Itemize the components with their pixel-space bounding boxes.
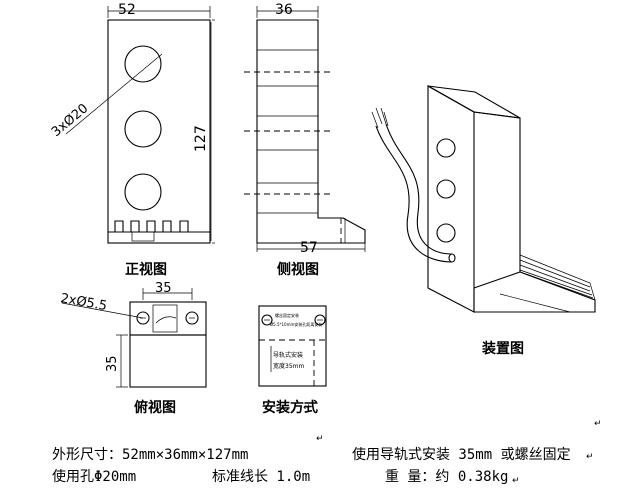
- side-view: 36 57 侧视图: [244, 2, 366, 278]
- top-view-lower: [129, 334, 207, 388]
- spec-weight: 重 量：约 0.38kg: [385, 469, 508, 485]
- spec-hole: 使用孔Φ20mm: [52, 468, 136, 485]
- iso-cable-2: [385, 123, 453, 255]
- side-width-dim: 36: [275, 2, 293, 18]
- front-hole-leader: [65, 53, 163, 135]
- front-view: 52 127 3xØ20 正视图: [49, 2, 215, 278]
- front-hole-2: [124, 110, 162, 148]
- mount-rail-line1: 导轨式安装: [273, 351, 303, 359]
- mount-label-line1: 螺丝固定安装: [275, 312, 299, 318]
- iso-cable-end: [448, 253, 456, 263]
- iso-cable: [375, 125, 453, 263]
- return-mark-5: ↵: [512, 476, 520, 486]
- mount-rail-line2: 宽度35mm: [273, 362, 304, 370]
- top-mount-hole-1: [136, 311, 150, 325]
- iso-hole-3: [436, 223, 456, 243]
- mount-hole-right: [314, 314, 326, 326]
- iso-front-face: [427, 85, 475, 313]
- front-hole-dim: 3xØ20: [49, 101, 91, 140]
- iso-view-caption: 装置图: [481, 340, 524, 357]
- return-mark-2: ↵: [594, 419, 602, 429]
- return-mark-1: ↵: [303, 403, 311, 413]
- top-view-caption: 俯视图: [134, 399, 176, 416]
- spec-mounting: 使用导轨式安装 35mm 或螺丝固定: [352, 446, 571, 463]
- front-hole-1: [124, 45, 162, 83]
- top-view-upper: [129, 301, 207, 336]
- return-mark-3: ↵: [316, 434, 324, 444]
- mount-view-caption: 安装方式: [262, 399, 318, 416]
- front-width-dim: 52: [118, 2, 136, 18]
- side-view-caption: 侧视图: [277, 261, 319, 278]
- mount-view: 螺丝固定安装 Ø5.5*10mm安装孔距离安装 导轨式安装 宽度35mm 安装方…: [258, 305, 327, 416]
- iso-view: 装置图: [371, 85, 596, 357]
- spec-cable: 标准线长 1.0m: [212, 469, 310, 485]
- top-view-cable-block: [152, 304, 178, 333]
- return-mark-4: ↵: [586, 452, 594, 462]
- iso-base: [473, 271, 596, 313]
- side-bottom-dim: 57: [300, 240, 318, 256]
- specs: 外形尺寸：52mm×36mm×127mm ↵ 使用导轨式安装 35mm 或螺丝固…: [52, 434, 594, 486]
- top-view: 35 2xØ5.5 35 俯视图: [59, 281, 207, 416]
- spec-dimensions: 外形尺寸：52mm×36mm×127mm: [52, 447, 248, 463]
- front-height-dim: 127: [193, 125, 209, 152]
- front-rail-notches: [114, 220, 189, 233]
- top-height-dim: 35: [105, 355, 120, 372]
- iso-cable-wires: [371, 107, 389, 129]
- mount-view-body: [258, 305, 327, 387]
- iso-hole-1: [436, 138, 456, 158]
- top-hole-dim: 2xØ5.5: [59, 291, 108, 314]
- iso-side-face: [473, 111, 521, 272]
- front-clip: [131, 231, 155, 242]
- iso-hole-2: [436, 179, 456, 199]
- front-hole-3: [124, 173, 162, 211]
- mount-label-line2: Ø5.5*10mm安装孔距离安装: [270, 321, 322, 327]
- top-width-dim: 35: [155, 281, 172, 296]
- mount-hole-left: [261, 314, 273, 326]
- top-mount-hole-2: [185, 311, 199, 325]
- front-view-caption: 正视图: [125, 261, 167, 278]
- side-view-body: [256, 19, 366, 244]
- front-view-body: [107, 19, 211, 244]
